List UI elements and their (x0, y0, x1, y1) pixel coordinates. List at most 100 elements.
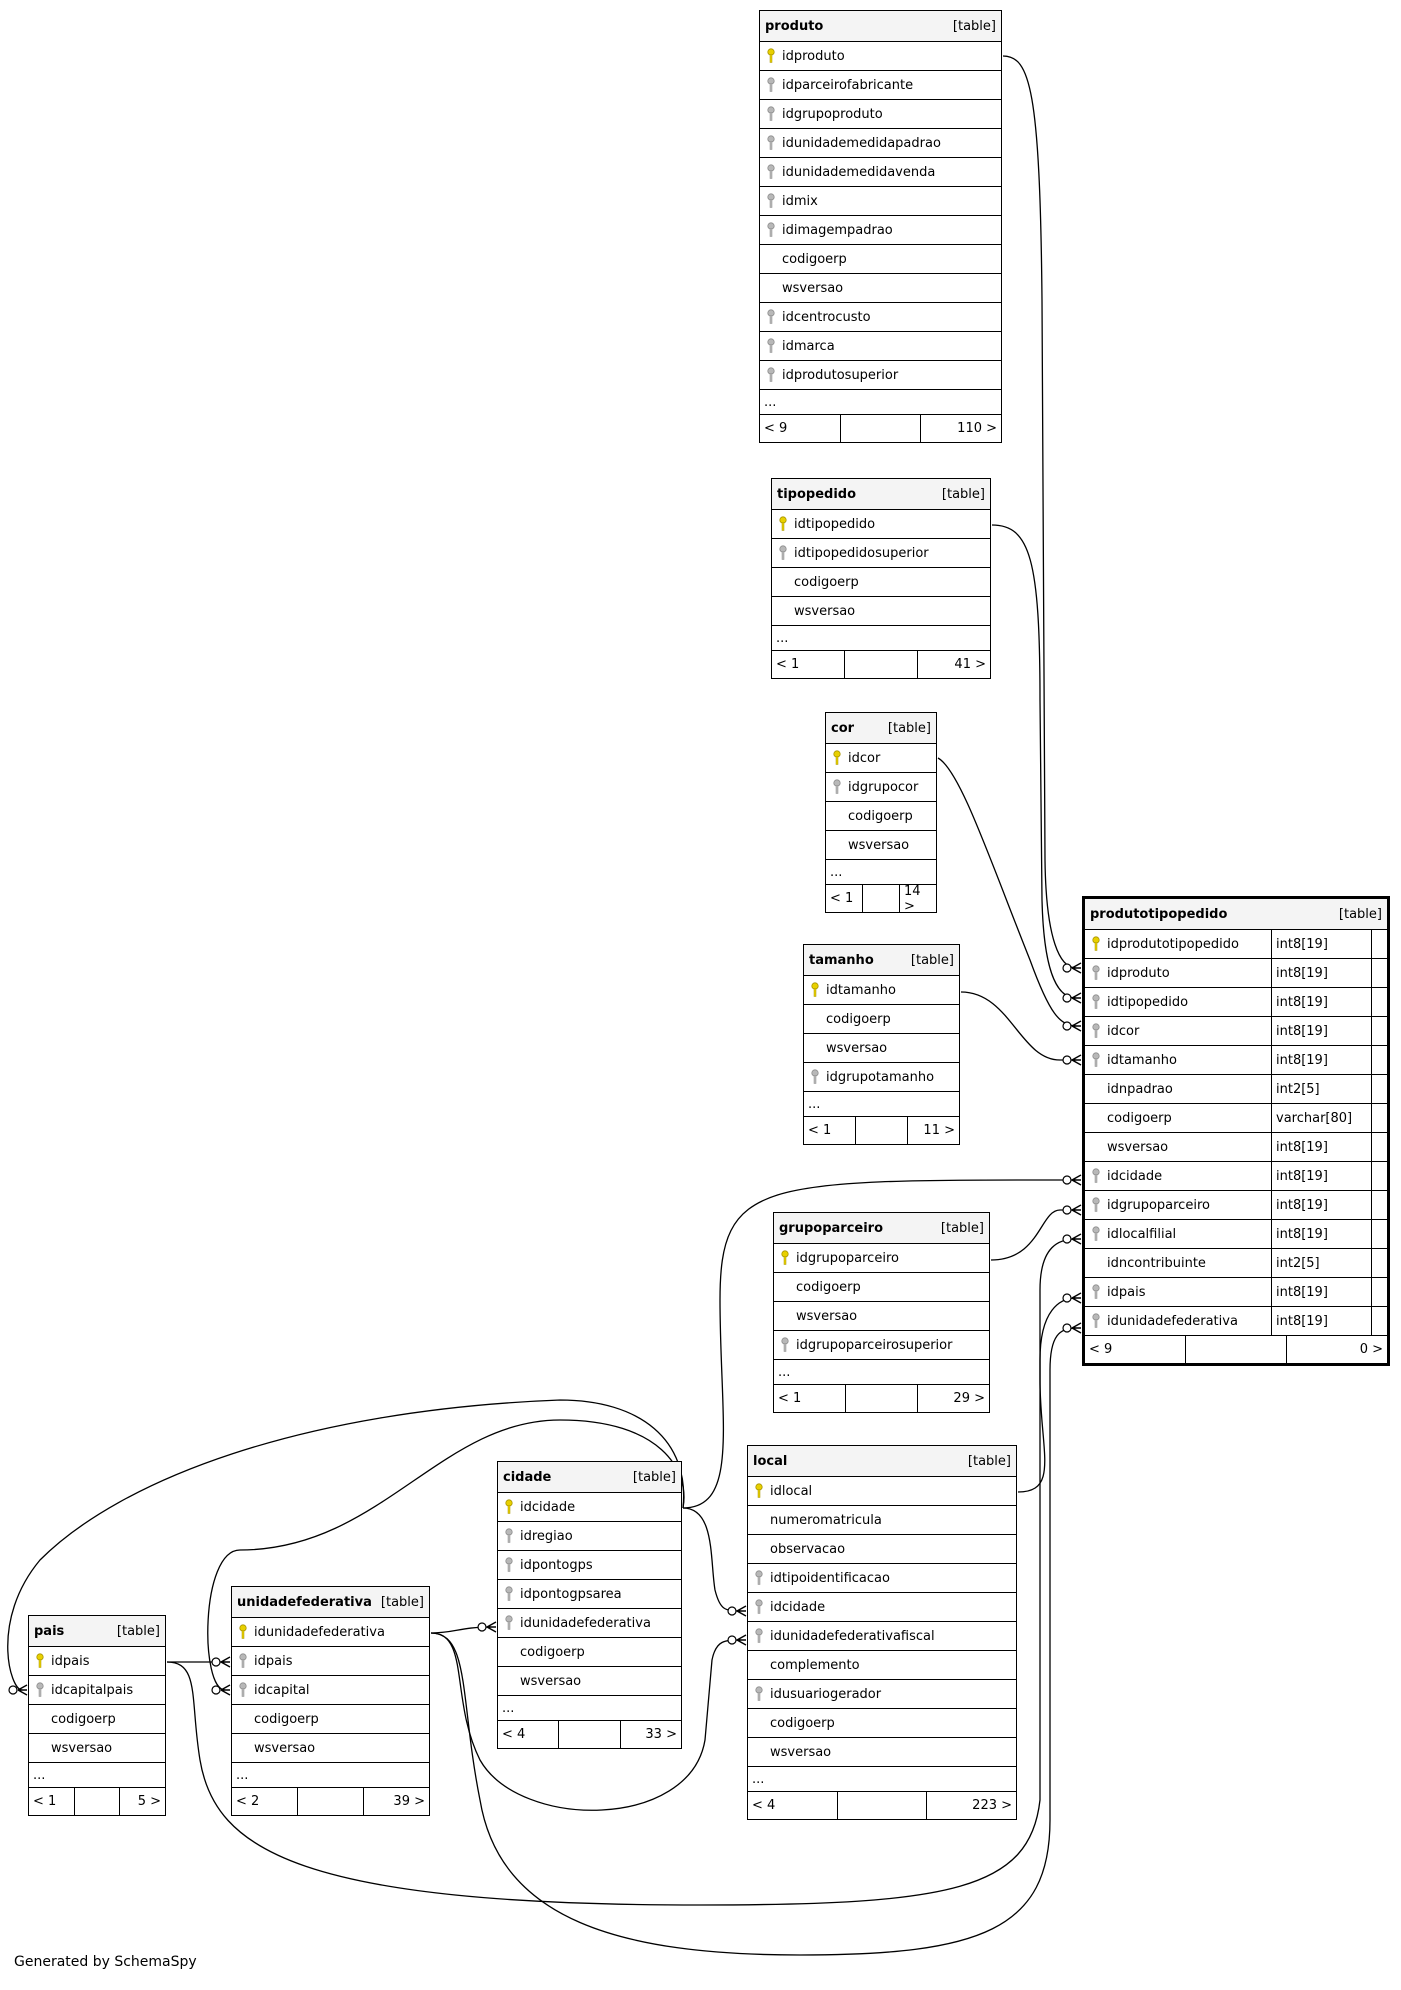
more-columns-indicator[interactable]: ... (774, 1360, 989, 1385)
column-row[interactable]: idprodutosuperior (760, 361, 1001, 390)
column-name[interactable]: codigoerp (254, 1711, 319, 1727)
column-name[interactable]: idpais (1107, 1284, 1146, 1300)
parents-count-link[interactable]: < 9 (764, 421, 788, 436)
column-row[interactable]: wsversao (760, 274, 1001, 303)
parents-count-link[interactable]: < 4 (502, 1727, 526, 1742)
more-columns-indicator[interactable]: ... (826, 860, 936, 885)
column-name[interactable]: idlocalfilial (1107, 1226, 1177, 1242)
column-row[interactable]: codigoerp (826, 802, 936, 831)
column-name[interactable]: codigoerp (796, 1279, 861, 1295)
more-columns-indicator[interactable]: ... (232, 1763, 429, 1788)
column-name[interactable]: idunidademedidapadrao (782, 135, 941, 151)
column-name[interactable]: codigoerp (770, 1715, 835, 1731)
table-header[interactable]: cor[table] (826, 713, 936, 744)
column-name[interactable]: idcidade (770, 1599, 826, 1615)
column-row[interactable]: idregiao (498, 1522, 681, 1551)
column-name[interactable]: observacao (770, 1541, 846, 1557)
column-name[interactable]: idtipoidentificacao (770, 1570, 890, 1586)
column-row[interactable]: codigoerp (760, 245, 1001, 274)
column-name[interactable]: idgrupoparceirosuperior (796, 1337, 953, 1353)
children-count-link[interactable]: 14 > (904, 883, 921, 914)
column-name[interactable]: idcor (1107, 1023, 1140, 1039)
column-name[interactable]: idcor (848, 750, 881, 766)
column-name[interactable]: codigoerp (794, 574, 859, 590)
table-name[interactable]: produtotipopedido (1090, 906, 1228, 922)
children-count-link[interactable]: 223 > (972, 1798, 1013, 1813)
column-row[interactable]: idunidadefederativa (232, 1618, 429, 1647)
column-name[interactable]: wsversao (796, 1308, 858, 1324)
column-name[interactable]: idmix (782, 193, 818, 209)
table-header[interactable]: cidade[table] (498, 1462, 681, 1493)
column-name[interactable]: idgrupotamanho (826, 1069, 935, 1085)
more-columns-indicator[interactable]: ... (772, 626, 990, 651)
column-row[interactable]: idgrupoparceirosuperior (774, 1331, 989, 1360)
column-name[interactable]: idncontribuinte (1107, 1255, 1206, 1271)
table-header[interactable]: tipopedido[table] (772, 479, 990, 510)
table-name[interactable]: produto (765, 18, 824, 34)
more-columns-indicator[interactable]: ... (498, 1696, 681, 1721)
column-name[interactable]: wsversao (520, 1673, 582, 1689)
column-row[interactable]: idcidade (748, 1593, 1016, 1622)
parents-count-link[interactable]: < 2 (236, 1794, 260, 1809)
column-row[interactable]: codigoerp (498, 1638, 681, 1667)
column-row[interactable]: idunidadefederativafiscal (748, 1622, 1016, 1651)
column-row[interactable]: wsversao (29, 1734, 165, 1763)
children-count-link[interactable]: 39 > (393, 1794, 425, 1809)
parents-count-link[interactable]: < 1 (778, 1391, 802, 1406)
column-name[interactable]: idproduto (1107, 965, 1170, 981)
column-name[interactable]: idpais (51, 1653, 90, 1669)
children-count-link[interactable]: 41 > (954, 657, 986, 672)
column-name[interactable]: idunidadefederativa (254, 1624, 385, 1640)
column-name[interactable]: idunidadefederativa (1107, 1313, 1238, 1329)
column-name[interactable]: codigoerp (51, 1711, 116, 1727)
column-row[interactable]: codigoerp (748, 1709, 1016, 1738)
column-name[interactable]: idunidademedidavenda (782, 164, 936, 180)
column-name[interactable]: idparceirofabricante (782, 77, 914, 93)
parents-count-link[interactable]: < 4 (752, 1798, 776, 1813)
table-name[interactable]: pais (34, 1623, 65, 1639)
column-row[interactable]: idcapitalpais (29, 1676, 165, 1705)
column-row[interactable]: idpontogps (498, 1551, 681, 1580)
column-row[interactable]: idimagempadrao (760, 216, 1001, 245)
column-name[interactable]: idgrupoparceiro (1107, 1197, 1210, 1213)
table-header[interactable]: grupoparceiro[table] (774, 1213, 989, 1244)
children-count-link[interactable]: 29 > (953, 1391, 985, 1406)
table-header[interactable]: tamanho[table] (804, 945, 959, 976)
more-columns-indicator[interactable]: ... (748, 1767, 1016, 1792)
column-name[interactable]: idunidadefederativa (520, 1615, 651, 1631)
column-row[interactable]: idtipopedido (772, 510, 990, 539)
column-name[interactable]: numeromatricula (770, 1512, 882, 1528)
column-row[interactable]: observacao (748, 1535, 1016, 1564)
column-name[interactable]: idnpadrao (1107, 1081, 1173, 1097)
column-name[interactable]: wsversao (794, 603, 856, 619)
column-row[interactable]: idtamanho (804, 976, 959, 1005)
column-name[interactable]: idcidade (1107, 1168, 1163, 1184)
column-name[interactable]: idimagempadrao (782, 222, 893, 238)
column-name[interactable]: wsversao (51, 1740, 113, 1756)
table-produtotipopedido[interactable]: produtotipopedido[table]idprodutotipoped… (1082, 896, 1390, 1366)
column-row[interactable]: idunidademedidapadrao (760, 129, 1001, 158)
column-name[interactable]: wsversao (1107, 1139, 1169, 1155)
column-row[interactable]: wsversao (748, 1738, 1016, 1767)
column-row[interactable]: idpontogpsarea (498, 1580, 681, 1609)
column-row[interactable]: idpais (29, 1647, 165, 1676)
column-name[interactable]: codigoerp (848, 808, 913, 824)
table-name[interactable]: tamanho (809, 952, 874, 968)
table-name[interactable]: grupoparceiro (779, 1220, 884, 1236)
parents-count-link[interactable]: < 9 (1089, 1342, 1113, 1357)
column-row[interactable]: idpais (232, 1647, 429, 1676)
column-row[interactable]: codigoerp (774, 1273, 989, 1302)
